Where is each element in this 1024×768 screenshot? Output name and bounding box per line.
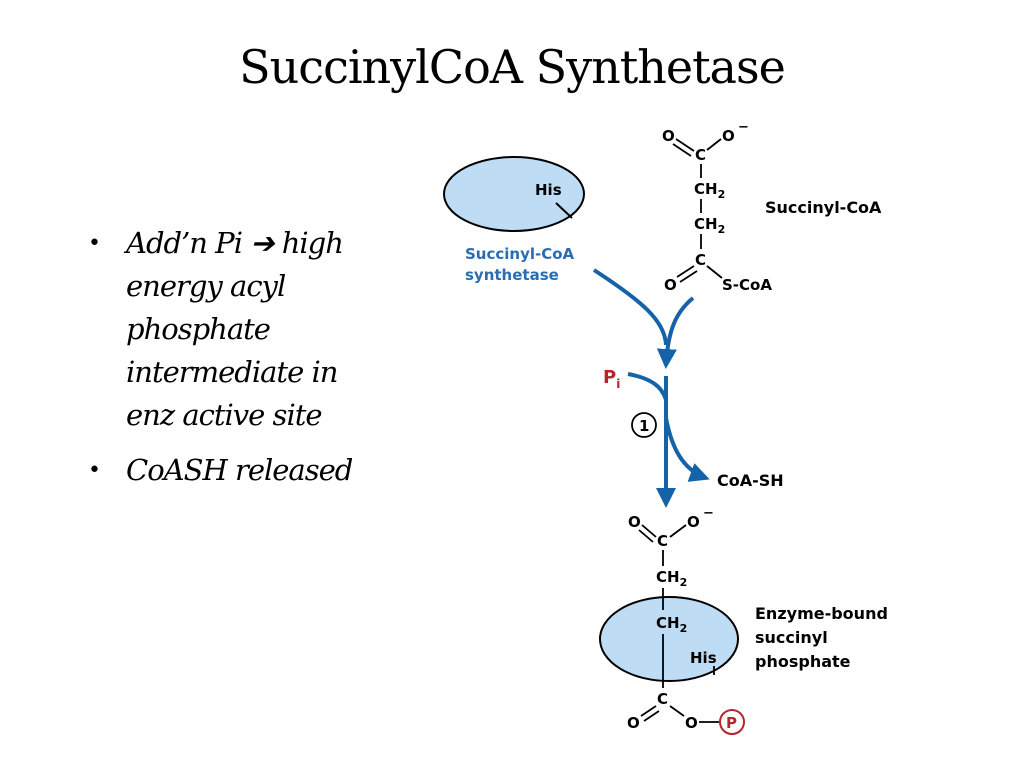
atom-o: O [687, 513, 700, 531]
pi-label: Pi [603, 367, 620, 391]
enzyme-arrow-curve [592, 268, 668, 346]
succinyl-coa-structure: O O − C CH2 CH2 C O S-CoA [662, 120, 772, 294]
atom-o: O [722, 127, 735, 145]
bullet-dot: • [88, 458, 101, 483]
pi-arrow-curve [627, 372, 668, 401]
group-ch2: CH2 [694, 180, 725, 201]
his-bond [555, 202, 573, 219]
charge-minus: − [703, 506, 714, 521]
bullet-text: CoASH released [126, 453, 353, 487]
atom-o: O [664, 276, 677, 294]
step-circle [631, 412, 657, 438]
bound-enzyme-ellipse [599, 596, 739, 682]
slide-title: SuccinylCoA Synthetase [239, 40, 786, 94]
atom-o: O [627, 714, 640, 732]
atom-c: C [695, 251, 706, 269]
bullet-item: • CoASH released [84, 449, 384, 492]
substrate-arrow-curve [656, 296, 695, 369]
group-ch2: CH2 [656, 614, 687, 635]
coash-label: CoA-SH [717, 471, 784, 490]
enzyme-ellipse [443, 156, 585, 232]
atom-c: C [695, 146, 706, 164]
enzyme-name-line2: synthetase [465, 266, 559, 284]
bullet-list: • Add’n Pi ➔ high energy acyl phosphate i… [84, 222, 384, 504]
substrate-name: Succinyl-CoA [765, 198, 882, 217]
phosphate-circle [719, 709, 745, 735]
bound-his-label: His [690, 649, 717, 667]
bullet-item: • Add’n Pi ➔ high energy acyl phosphate i… [84, 222, 384, 437]
succinyl-phosphate-structure: O O − C CH2 CH2 His C O O P [627, 506, 745, 735]
charge-minus: − [738, 120, 749, 135]
product-name-line1: Enzyme-bound [755, 604, 888, 623]
bullet-dot: • [88, 231, 101, 256]
atom-o: O [685, 714, 698, 732]
enzyme-name-line1: Succinyl-CoA [465, 245, 575, 263]
bullet-text: Add’n Pi ➔ high energy acyl phosphate in… [126, 226, 344, 432]
group-scoa: S-CoA [722, 276, 772, 294]
atom-o: O [628, 513, 641, 531]
coash-arrow-curve [664, 417, 710, 482]
step-number: 1 [639, 417, 649, 435]
group-ch2: CH2 [694, 215, 725, 236]
enzyme-his-label: His [535, 181, 562, 199]
product-name-line3: phosphate [755, 652, 851, 671]
phosphate-label: P [726, 714, 737, 732]
product-name-line2: succinyl [755, 628, 828, 647]
atom-o: O [662, 127, 675, 145]
atom-c: C [657, 690, 668, 708]
atom-c: C [657, 532, 668, 550]
group-ch2: CH2 [656, 568, 687, 589]
